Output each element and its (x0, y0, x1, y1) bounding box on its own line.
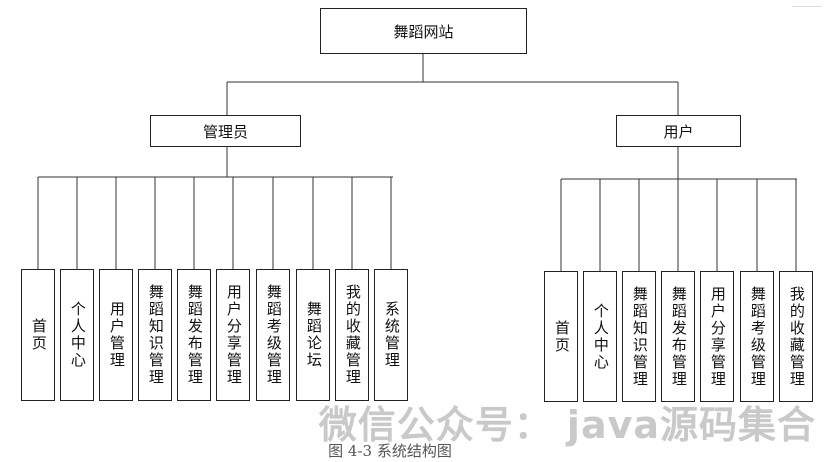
corner-mark (792, 0, 822, 7)
admin-module-6: 舞蹈考级管理 (256, 269, 290, 401)
user-module-1: 个人中心 (583, 271, 617, 402)
admin-module-2: 用户管理 (99, 269, 133, 401)
admin-module-label: 首页 (29, 318, 48, 352)
admin-node: 管理员 (150, 115, 301, 147)
admin-module-label: 个人中心 (68, 301, 87, 369)
admin-module-label: 用户管理 (107, 301, 126, 369)
user-module-label: 我的收藏管理 (787, 285, 806, 388)
user-node: 用户 (616, 115, 741, 147)
admin-module-9: 系统管理 (374, 269, 408, 401)
watermark: 微信公众号： java源码集合 (318, 403, 816, 447)
admin-module-label: 我的收藏管理 (343, 284, 362, 386)
root-node: 舞蹈网站 (320, 8, 527, 54)
admin-module-label: 舞蹈论坛 (304, 301, 323, 369)
user-module-0: 首页 (544, 271, 578, 402)
user-module-6: 我的收藏管理 (779, 271, 813, 402)
user-module-label: 舞蹈知识管理 (630, 285, 649, 388)
admin-module-label: 舞蹈考级管理 (264, 284, 283, 386)
admin-module-0: 首页 (21, 269, 55, 401)
user-module-label: 舞蹈发布管理 (669, 285, 688, 388)
user-module-label: 用户分享管理 (708, 285, 727, 388)
admin-module-7: 舞蹈论坛 (296, 269, 330, 401)
user-module-5: 舞蹈考级管理 (740, 271, 774, 402)
figure-caption: 图 4-3 系统结构图 (328, 442, 452, 460)
user-module-label: 舞蹈考级管理 (748, 285, 767, 388)
user-module-4: 用户分享管理 (700, 271, 734, 402)
admin-module-3: 舞蹈知识管理 (138, 269, 172, 401)
admin-module-1: 个人中心 (60, 269, 94, 401)
root-label: 舞蹈网站 (393, 22, 454, 41)
admin-module-label: 舞蹈发布管理 (185, 284, 204, 386)
user-module-3: 舞蹈发布管理 (661, 271, 695, 402)
user-module-2: 舞蹈知识管理 (622, 271, 656, 402)
admin-module-label: 舞蹈知识管理 (146, 284, 165, 386)
admin-module-5: 用户分享管理 (216, 269, 250, 401)
admin-module-4: 舞蹈发布管理 (177, 269, 211, 401)
user-module-label: 首页 (552, 319, 571, 354)
admin-label: 管理员 (202, 122, 248, 141)
user-label: 用户 (663, 122, 694, 141)
admin-module-8: 我的收藏管理 (335, 269, 369, 401)
admin-module-label: 系统管理 (382, 301, 401, 369)
admin-module-label: 用户分享管理 (224, 284, 243, 386)
user-module-label: 个人中心 (591, 302, 610, 371)
